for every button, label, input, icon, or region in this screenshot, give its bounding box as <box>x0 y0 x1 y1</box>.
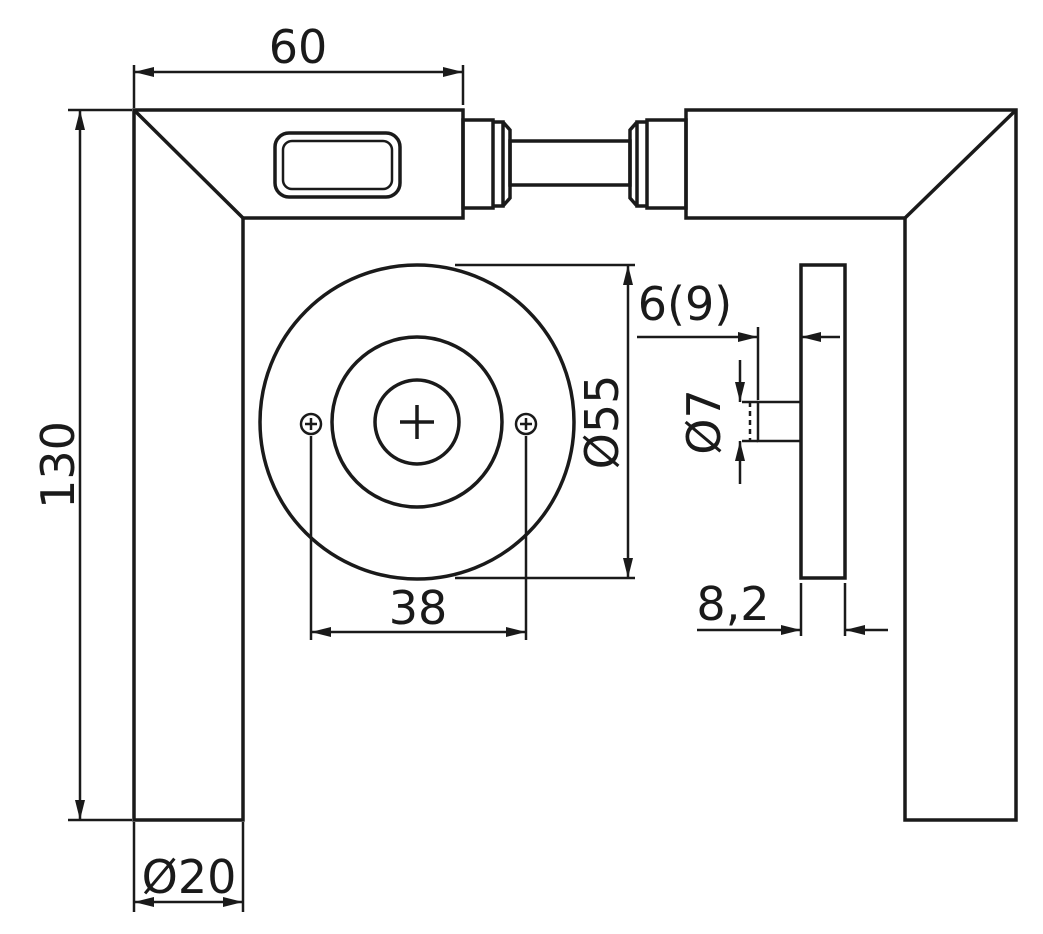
screw-right <box>514 412 538 436</box>
dim-spindle-projection: 6(9) <box>638 277 732 331</box>
rosette <box>258 263 576 581</box>
right-lever <box>684 108 1018 822</box>
dim-lever-height: 130 <box>31 421 85 509</box>
dim-lever-diameter: Ø20 <box>142 850 237 904</box>
left-lever <box>132 108 465 822</box>
dim-screw-spacing: 38 <box>389 581 448 635</box>
side-view <box>742 263 847 580</box>
dim-rosette-diameter: Ø55 <box>575 375 629 470</box>
screw-left <box>299 412 323 436</box>
dim-handle-length: 60 <box>269 20 328 74</box>
lever-window <box>273 131 402 199</box>
dimension-lines <box>68 65 888 912</box>
spindle-cross-icon <box>400 405 434 439</box>
dim-rosette-thickness: 8,2 <box>696 577 769 631</box>
spindle-connector <box>461 118 688 210</box>
dim-spindle-diameter: Ø7 <box>677 389 731 454</box>
